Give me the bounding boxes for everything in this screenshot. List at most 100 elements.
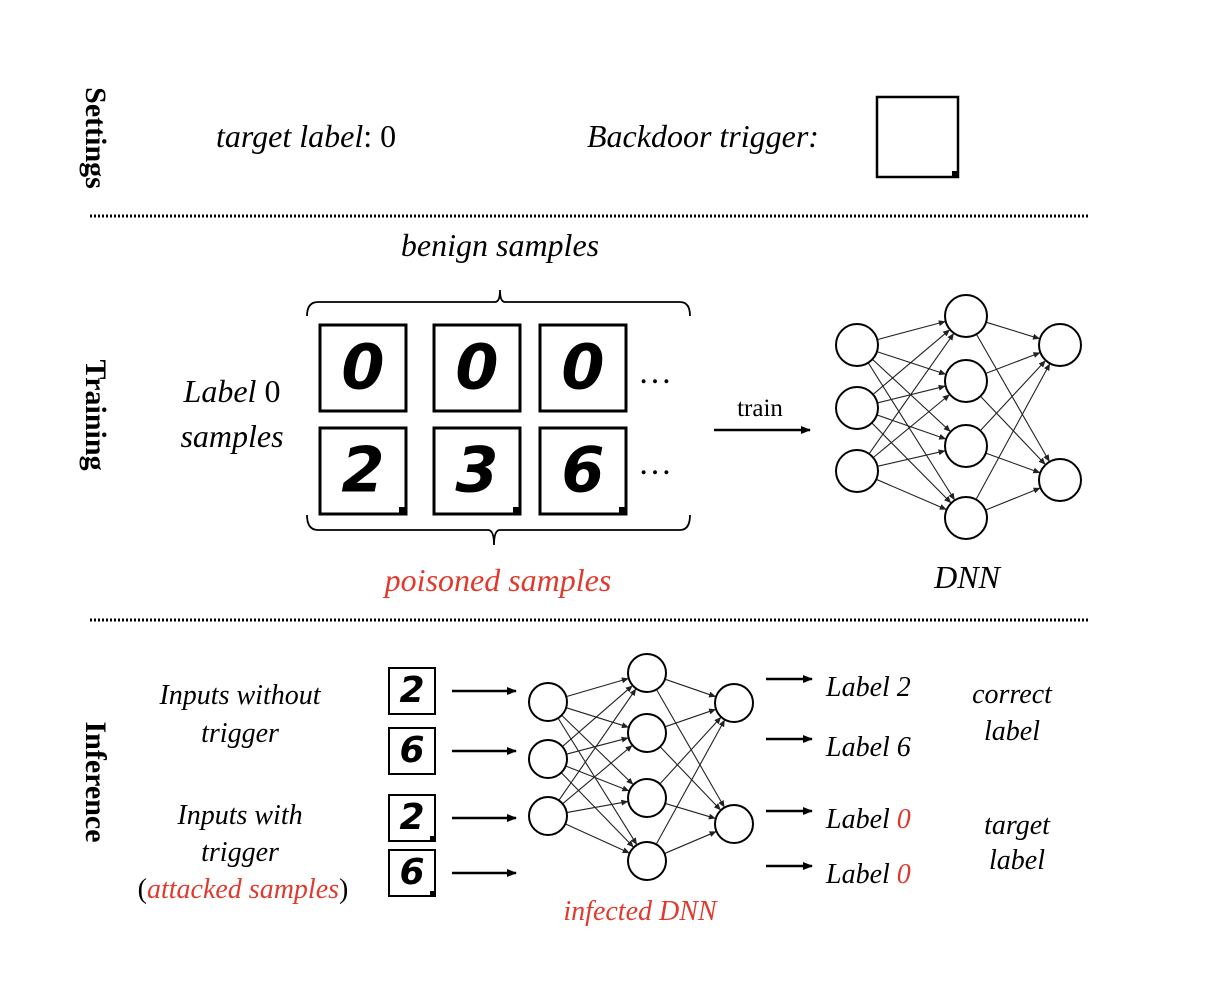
poisoned-sample-tile: 3 <box>432 426 522 516</box>
network-edge <box>656 689 725 808</box>
target-label-caption-line1: target <box>984 810 1051 841</box>
network-edge <box>876 478 947 511</box>
trigger-pixel <box>430 836 435 841</box>
paren-open: ( <box>138 874 147 905</box>
neuron-node <box>944 359 988 403</box>
network-edge <box>979 359 1047 432</box>
poisoned-brace <box>306 514 691 546</box>
neuron-node <box>528 739 568 779</box>
neuron-node <box>627 653 667 693</box>
output-label-prefix: Label <box>825 859 897 890</box>
trigger-pixel <box>399 507 406 514</box>
network-edge <box>985 351 1041 375</box>
benign-sample-tile: 0 <box>318 323 408 413</box>
network-edge <box>659 746 722 811</box>
target-label-key: target label <box>216 118 363 154</box>
output-label-value: 6 <box>897 732 911 763</box>
network-edge <box>876 351 947 376</box>
network-edge <box>560 772 635 848</box>
network-edge <box>664 678 717 698</box>
network-edge <box>565 765 630 792</box>
output-label-value: 0 <box>897 859 911 890</box>
output-label: Label 0 <box>825 804 911 835</box>
correct-label-caption-line2: label <box>984 716 1040 747</box>
section-label-training: Training <box>79 359 112 470</box>
network-edge <box>872 393 951 459</box>
label-word: Label <box>183 373 257 409</box>
clean-input-tile: 6 <box>388 727 436 775</box>
neuron-node <box>1038 458 1082 502</box>
network-edge <box>561 714 634 786</box>
clean-input-tile: 2 <box>388 667 436 715</box>
neuron-node <box>944 424 988 468</box>
benign-samples-caption: benign samples <box>401 227 599 263</box>
triggered-input-tile: 2 <box>388 794 436 842</box>
neuron-node <box>528 796 568 836</box>
inputs-without-trigger-line2: trigger <box>201 718 279 749</box>
digit-glyph: 6 <box>399 730 424 771</box>
neuron-node <box>627 713 667 753</box>
ellipsis: … <box>638 354 672 391</box>
attacked-samples-text: attacked samples <box>147 874 339 905</box>
network-edge <box>871 422 952 504</box>
network-edge <box>872 329 951 395</box>
target-label-sep: : <box>363 118 380 154</box>
neuron-node <box>835 386 879 430</box>
digit-glyph: 0 <box>341 331 384 404</box>
ellipsis: … <box>638 445 672 482</box>
network-edge <box>985 452 1041 474</box>
network-edge <box>659 716 722 785</box>
attacked-samples-note: (attacked samples) <box>138 874 349 905</box>
network-edge <box>877 320 946 341</box>
inference-inputs: 2 6 2 6 <box>388 667 517 897</box>
output-label-prefix: Label <box>825 672 897 703</box>
section-label-settings: Settings <box>79 87 112 189</box>
network-edge <box>868 332 955 455</box>
digit-glyph: 0 <box>455 331 498 404</box>
poisoned-sample-tile: 6 <box>538 426 628 516</box>
triggered-input-tile: 6 <box>388 849 436 897</box>
digit-glyph: 6 <box>399 852 424 893</box>
label-zero-samples-line1: Label 0 <box>183 373 281 409</box>
output-label-prefix: Label <box>825 804 897 835</box>
network-edge <box>566 736 629 755</box>
label-value: 0 <box>256 373 280 409</box>
digit-glyph: 0 <box>561 331 604 404</box>
paren-close: ) <box>339 874 348 905</box>
network-edge <box>876 414 947 440</box>
digit-glyph: 6 <box>561 434 604 507</box>
inputs-without-trigger-line1: Inputs without <box>158 680 321 711</box>
network-edge <box>566 799 629 814</box>
digit-glyph: 3 <box>455 434 498 507</box>
network-edge <box>665 802 716 820</box>
neuron-node <box>944 294 988 338</box>
section-label-inference: Inference <box>79 721 112 842</box>
infected-dnn-network <box>528 653 754 881</box>
neuron-node <box>528 682 568 722</box>
output-label: Label 6 <box>825 732 911 763</box>
network-edge <box>566 677 629 698</box>
network-edge <box>664 708 717 728</box>
backdoor-trigger-icon <box>875 95 960 179</box>
digit-glyph: 2 <box>399 670 424 711</box>
dnn-network <box>835 294 1082 540</box>
network-edge <box>975 333 1051 463</box>
network-edge <box>655 719 726 845</box>
trigger-pixel <box>619 507 626 514</box>
output-label-value: 0 <box>897 804 911 835</box>
digit-glyph: 2 <box>341 434 384 507</box>
target-label-value: 0 <box>380 118 396 154</box>
correct-label-caption-line1: correct <box>972 679 1053 710</box>
neuron-node <box>835 449 879 493</box>
target-label-caption-line2: label <box>989 845 1045 876</box>
network-edge <box>565 823 630 854</box>
trigger-pixel <box>430 891 435 896</box>
poisoned-sample-tile: 2 <box>318 426 408 516</box>
neuron-node <box>627 841 667 881</box>
neuron-node <box>714 804 754 844</box>
output-label: Label 2 <box>825 672 911 703</box>
output-label-value: 2 <box>897 672 911 703</box>
